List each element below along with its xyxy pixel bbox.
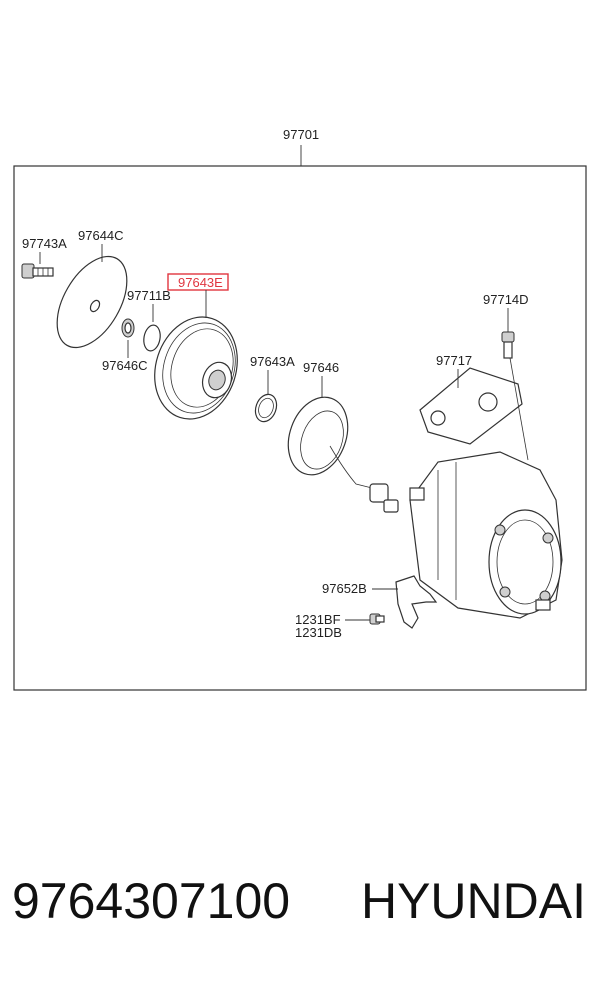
brand-name: HYUNDAI: [360, 873, 586, 929]
highlight-box: [167, 273, 229, 291]
snap-ring-part: [143, 324, 161, 352]
label-97644C: 97644C: [78, 228, 124, 243]
retaining-ring-part: [254, 393, 278, 423]
relief-valve-part: [501, 331, 515, 359]
screw-part: [369, 613, 385, 625]
diagram-frame: [13, 165, 587, 691]
label-97646C: 97646C: [102, 358, 148, 373]
label-97646: 97646: [303, 360, 339, 375]
label-97714D: 97714D: [483, 292, 529, 307]
label-97643E[interactable]: 97643E: [178, 275, 223, 290]
nut-part: [121, 318, 135, 338]
label-97643A: 97643A: [250, 354, 295, 369]
pulley-part: [154, 316, 238, 420]
fitting-block-part: [419, 367, 523, 445]
label-97743A: 97743A: [22, 236, 67, 251]
bolt-part: [21, 263, 54, 279]
label-97717: 97717: [436, 353, 472, 368]
part-number: 9764307100: [12, 873, 291, 929]
clutch-disc-part: [56, 255, 128, 349]
assembly-label: 97701: [283, 127, 319, 142]
field-coil-part: [287, 396, 399, 513]
label-97652B: 97652B: [322, 581, 367, 596]
label-1231DB: 1231DB: [295, 625, 342, 640]
footer: 9764307100 HYUNDAI: [0, 872, 600, 952]
bracket-part: [395, 575, 438, 629]
compressor-body-part: [409, 357, 563, 619]
label-97711B: 97711B: [127, 288, 171, 303]
label-1231BF: 1231BF: [295, 612, 341, 627]
